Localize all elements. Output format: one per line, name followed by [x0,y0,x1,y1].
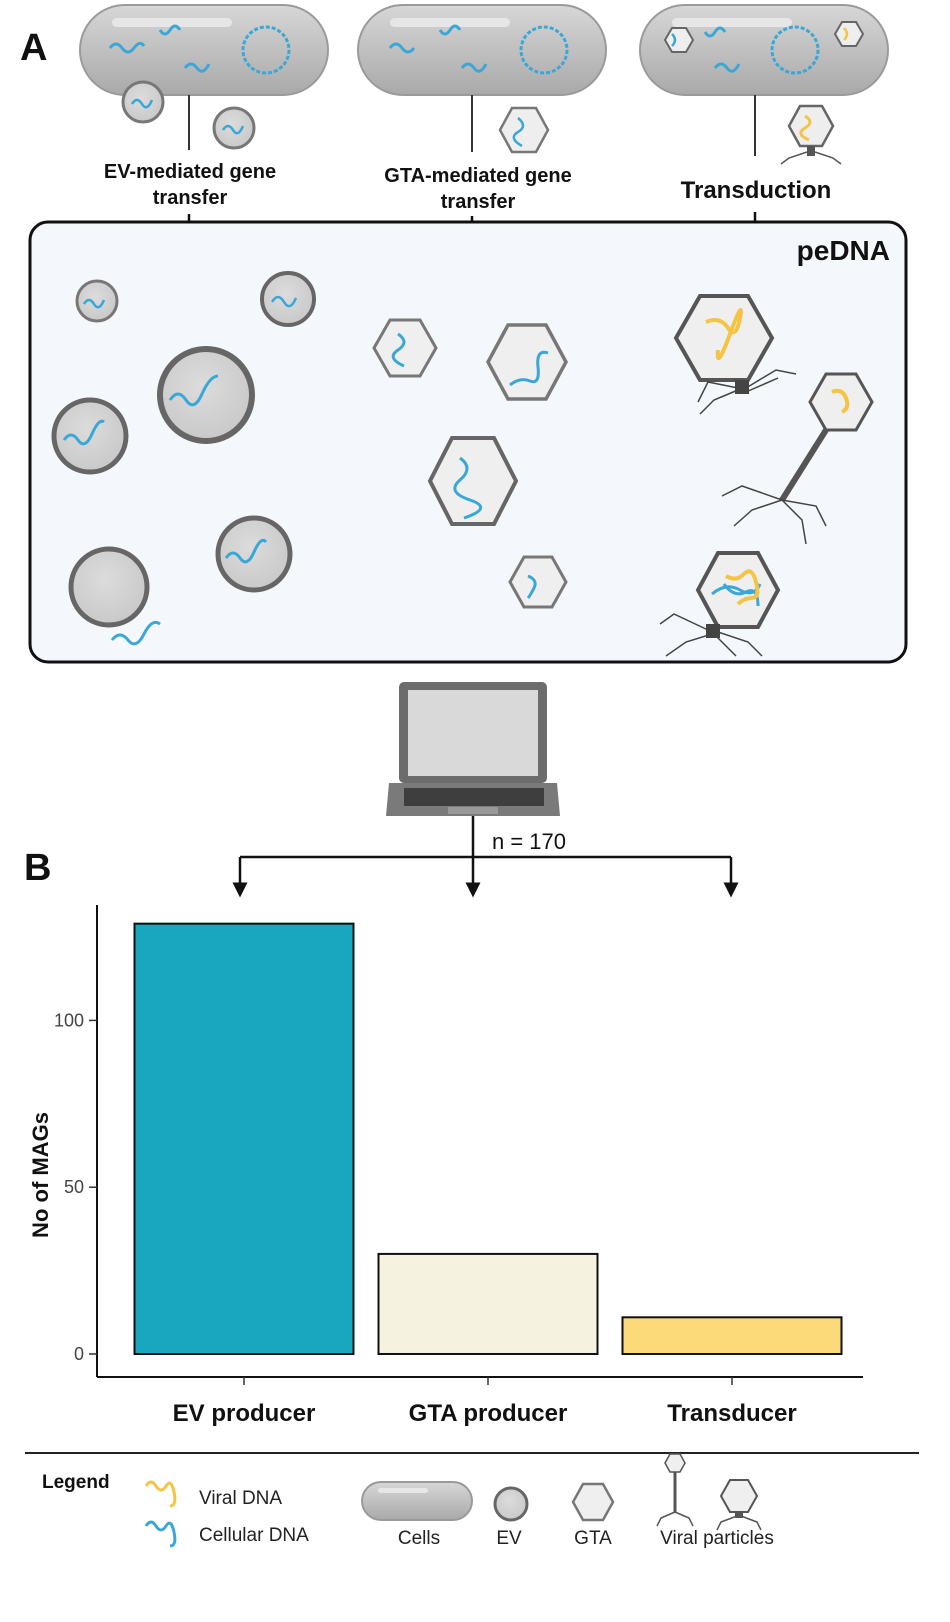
extracellular-vesicle-icon [51,397,129,475]
legend-cells: Cells [398,1528,440,1549]
pedna-label: peDNA [797,235,890,266]
sample-count-label: n = 170 [492,829,566,854]
legend-ev: EV [496,1528,522,1549]
gta-particle-icon [508,555,568,609]
extracellular-vesicle-icon [215,515,293,593]
y-tick-label: 100 [54,1010,84,1030]
laptop-icon [386,682,560,816]
bar-transducer [621,1316,843,1355]
extracellular-vesicle-icon [260,271,316,327]
ev-mechanism-label-line1: EV-mediated gene [104,161,276,183]
gta-mechanism-label-line2: transfer [441,191,516,213]
legend-viral-dna: Viral DNA [199,1488,282,1509]
cell-legend-icon [361,1481,473,1521]
x-tick-label: Transducer [667,1400,796,1427]
phage-legend-icon [716,1479,762,1531]
phage-icon [673,294,797,415]
cellular-dna-icon [144,1520,177,1548]
panel-a-letter: A [20,27,47,69]
x-tick-label: GTA producer [409,1400,568,1427]
extracellular-vesicle-icon [157,346,255,444]
panel-b-letter: B [24,847,51,889]
gta-particle-icon [372,318,438,378]
extracellular-vesicle-icon [75,279,119,323]
extracellular-vesicle-icon [68,546,161,646]
extracellular-vesicle-icon [212,106,256,150]
ev-mechanism-label-line2: transfer [153,187,228,209]
y-tick-label: 0 [74,1344,84,1364]
transduction-mechanism-label: Transduction [681,177,832,204]
gta-mechanism-label-line1: GTA-mediated gene [384,165,571,187]
legend: Legend Viral DNA Cellular DNA Cells EV G… [42,1453,774,1549]
ev-legend-icon [493,1486,529,1522]
gta-particle-icon [427,436,519,526]
legend-cellular-dna: Cellular DNA [199,1525,309,1546]
y-axis-title: No of MAGs [28,1112,53,1238]
legend-gta: GTA [574,1528,612,1549]
gta-legend-icon [571,1482,615,1522]
bacterial-cell-icon [639,4,889,96]
legend-title: Legend [42,1472,110,1493]
bacterial-cell-icon [79,4,329,96]
y-tick-label: 50 [64,1177,84,1197]
bacterial-cell-icon [357,4,607,96]
gta-particle-icon [486,323,568,401]
phage-legend-icon [656,1453,694,1527]
x-tick-label: EV producer [173,1400,316,1427]
phage-icon [659,551,781,657]
legend-viral-particles: Viral particles [660,1528,774,1549]
extracellular-vesicle-icon [121,80,165,124]
bar-gta-producer [377,1252,599,1355]
viral-dna-icon [144,1480,177,1508]
bar-ev-producer [133,922,355,1355]
phage-icon [780,104,842,165]
phage-icon [721,372,874,545]
gta-particle-icon [498,106,550,154]
bar-chart: 0 50 100 EV producer GTA producer Transducer… [28,905,863,1427]
